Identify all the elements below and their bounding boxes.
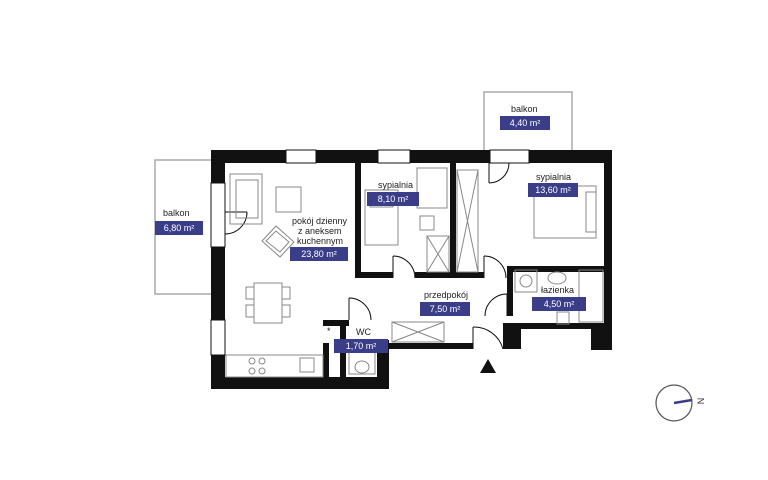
- balcony-left-area: 6,80 m²: [155, 221, 203, 235]
- balcony-top-outline: [483, 91, 573, 150]
- outer-walls: [211, 150, 612, 389]
- living-label-line1: pokój dzienny: [292, 216, 348, 226]
- living-label-line3: kuchennym: [297, 236, 344, 246]
- living-area: 23,80 m²: [290, 247, 348, 261]
- doors: [224, 162, 510, 350]
- balcony-left-label: balkon: [163, 208, 190, 218]
- bedroom-small-label: sypialnia: [378, 180, 414, 190]
- balcony-top-area: 4,40 m²: [500, 116, 550, 130]
- bedroom-large-label: sypialnia: [536, 172, 572, 182]
- hall-area: 7,50 m²: [420, 302, 470, 316]
- balcony-top-label: balkon: [511, 104, 538, 114]
- wc-area: 1,70 m²: [334, 339, 388, 353]
- hall-label: przedpokój: [424, 290, 469, 300]
- bathroom-area: 4,50 m²: [532, 297, 586, 311]
- bedroom-small-area: 8,10 m²: [367, 192, 419, 206]
- wc-label: WC: [356, 327, 371, 337]
- bathroom-label: łazienka: [541, 285, 575, 295]
- wardrobes: [391, 169, 479, 343]
- furniture: [225, 167, 604, 378]
- living-label-line2: z aneksem: [298, 226, 342, 236]
- windows: [210, 149, 530, 356]
- ventilation-symbol: *: [327, 326, 331, 336]
- compass-north-label: N: [695, 397, 706, 405]
- compass: [655, 384, 693, 422]
- entrance-marker: [480, 359, 496, 373]
- bedroom-large-area: 13,60 m²: [528, 183, 578, 197]
